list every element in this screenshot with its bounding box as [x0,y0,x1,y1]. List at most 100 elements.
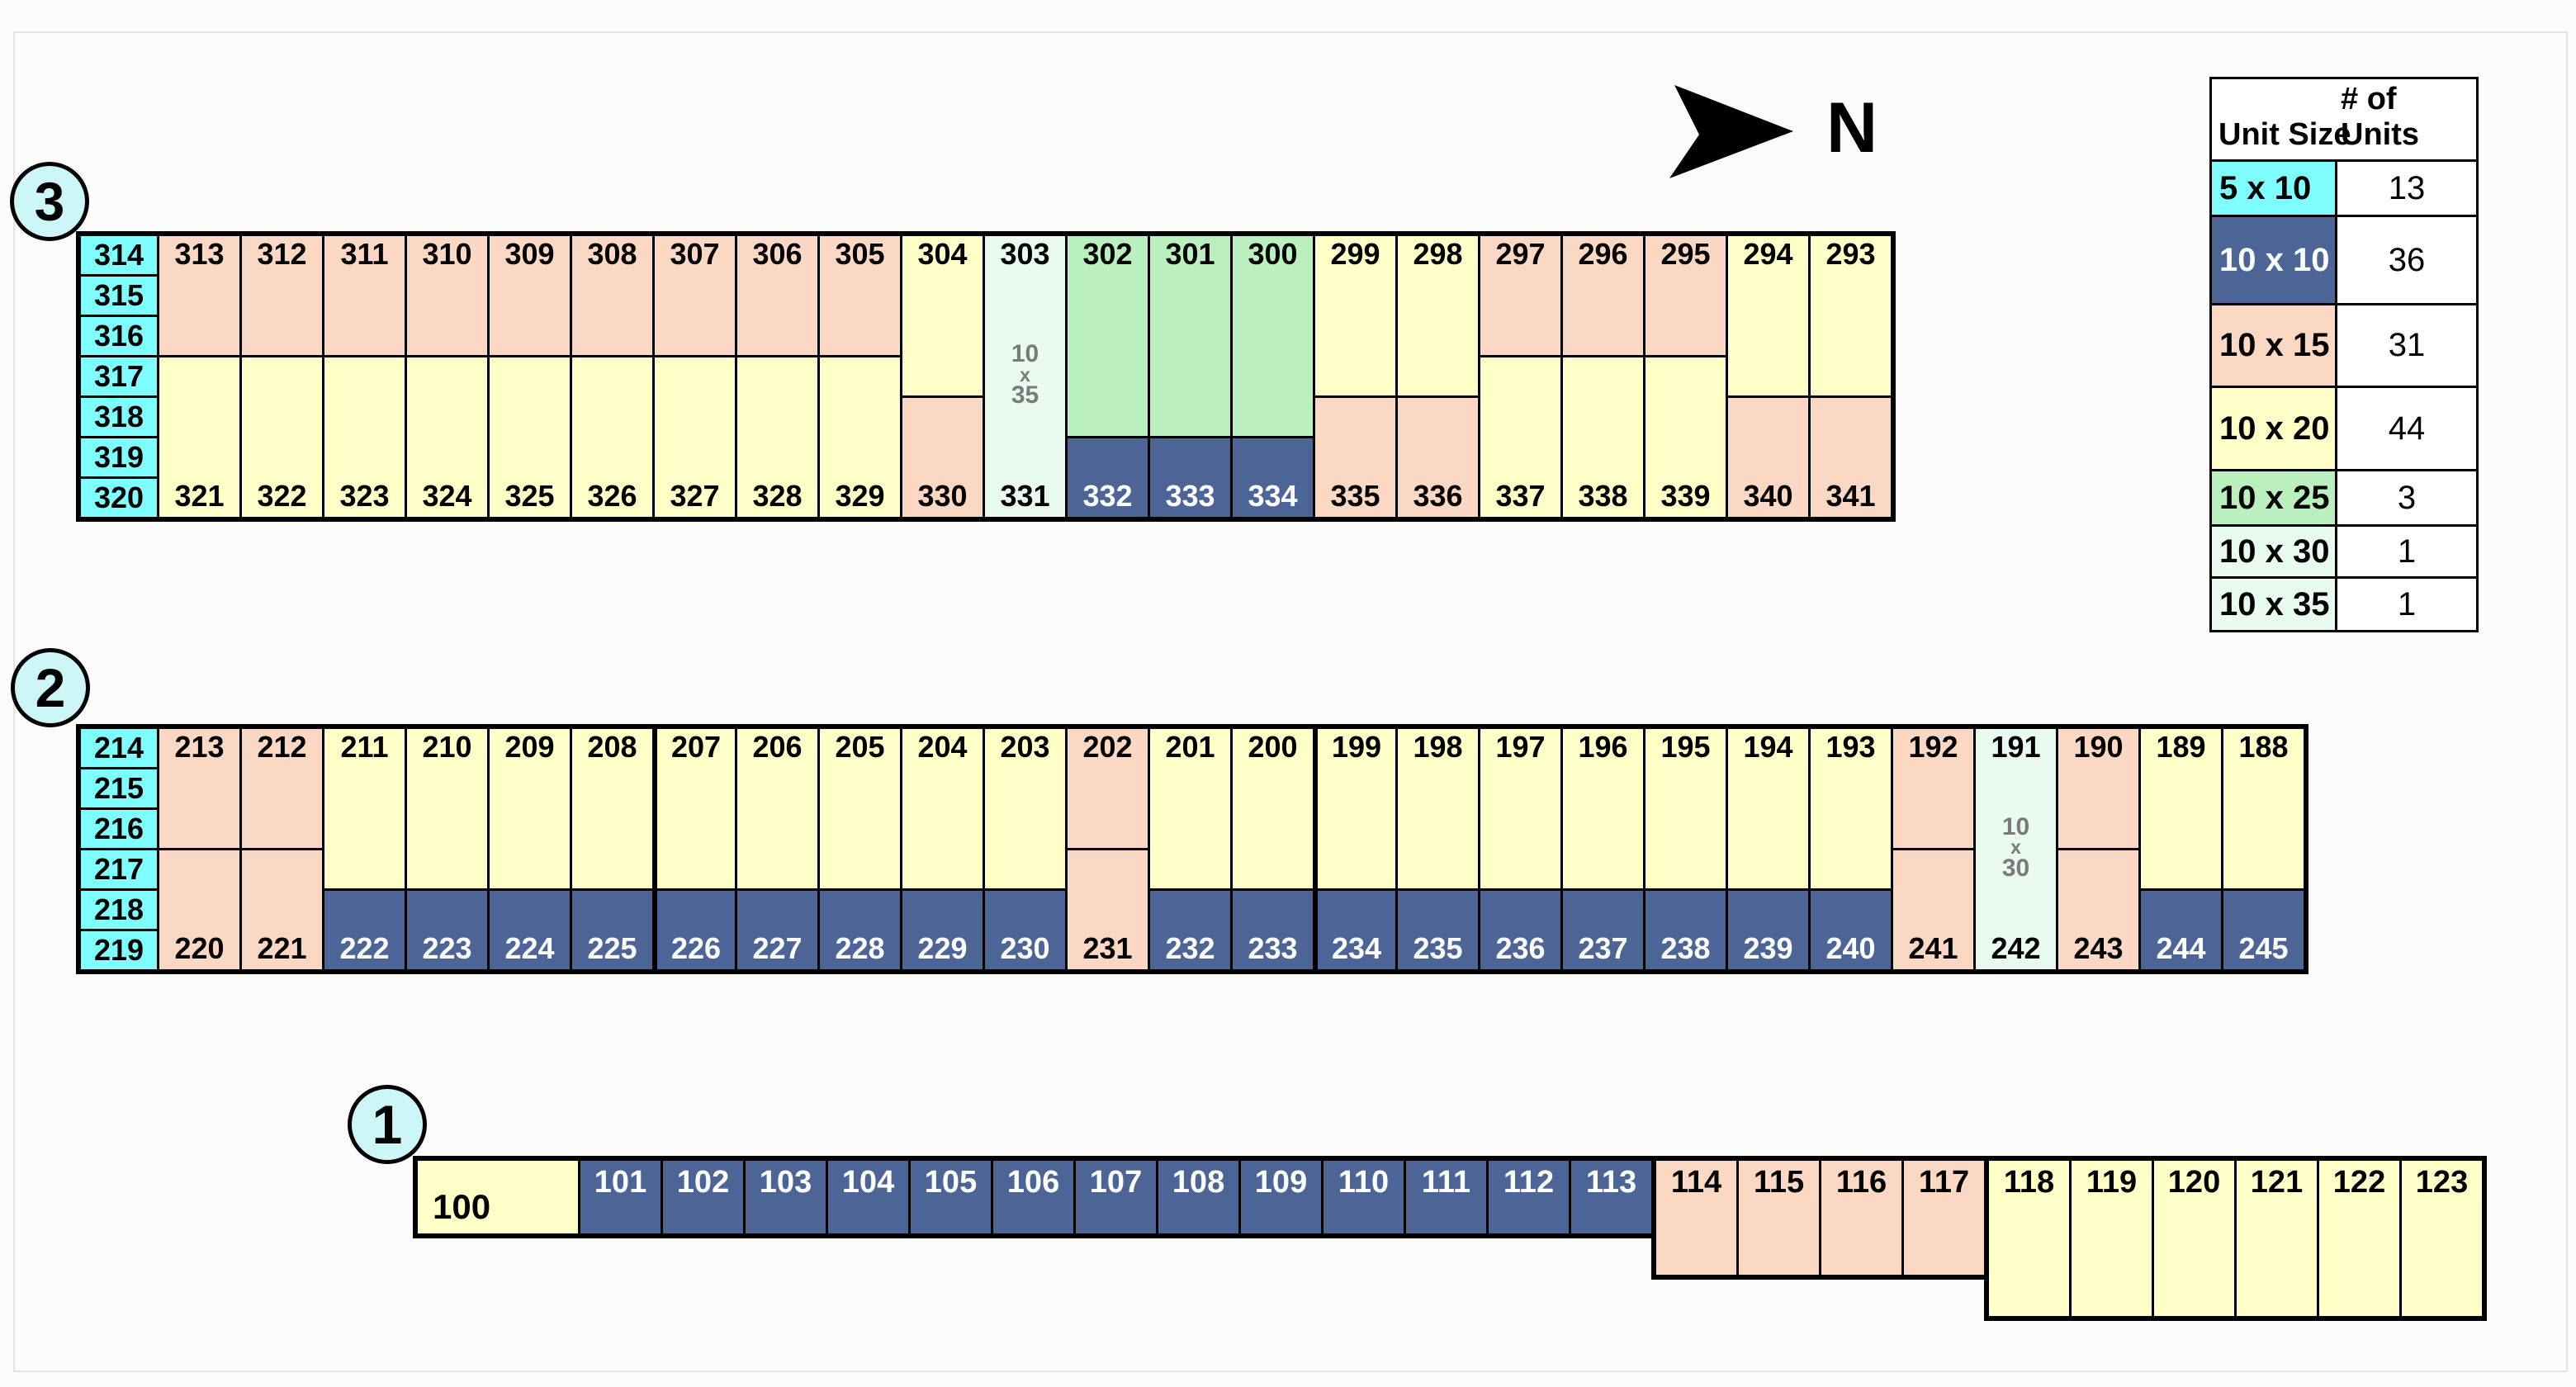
unit-235: 235 [1398,891,1478,969]
unit-228: 228 [820,891,900,969]
unit-296: 296 [1563,236,1643,355]
unit-237: 237 [1563,891,1643,969]
unit-202: 202 [1068,729,1148,848]
unit-338: 338 [1563,357,1643,517]
unit-107: 107 [1076,1161,1156,1233]
unit-229: 229 [902,891,983,969]
unit-191-label: 191 [1991,730,2041,764]
unit-317: 317 [81,357,157,395]
unit-188: 188 [2223,729,2304,888]
legend-swatch-10x15: 10 x 15 [2212,305,2337,386]
unit-112: 112 [1489,1161,1569,1233]
building-1-badge: 1 [348,1085,427,1164]
legend-swatch-10x35: 10 x 35 [2212,579,2337,630]
unit-308: 308 [572,236,652,355]
unit-102: 102 [663,1161,743,1233]
unit-218: 218 [81,891,157,929]
unit-203: 203 [985,729,1065,888]
unit-299: 299 [1315,236,1395,395]
unit-106: 106 [993,1161,1073,1233]
building-3-badge: 3 [10,162,89,241]
unit-238: 238 [1646,891,1726,969]
legend-header-count: # of Units [2341,82,2419,152]
north-label: N [1826,88,1878,168]
unit-241: 241 [1893,850,1973,969]
legend-count-10x20: 44 [2388,409,2426,447]
unit-306: 306 [737,236,817,355]
legend-count-10x25: 3 [2397,479,2417,516]
unit-311: 311 [324,236,405,355]
unit-301: 301 [1150,236,1230,436]
unit-328: 328 [737,357,817,517]
unit-119: 119 [2072,1161,2152,1316]
unit-115: 115 [1739,1161,1819,1275]
unit-320: 320 [81,479,157,517]
unit-233: 233 [1233,891,1313,969]
unit-330: 330 [902,398,983,517]
unit-101: 101 [580,1161,661,1233]
unit-332: 332 [1068,438,1148,517]
unit-100: 100 [418,1161,578,1233]
unit-215: 215 [81,769,157,807]
unit-334: 334 [1233,438,1313,517]
unit-121: 121 [2237,1161,2317,1316]
unit-303-label: 303 [1000,237,1050,271]
unit-222: 222 [324,891,405,969]
unit-208: 208 [572,729,652,888]
unit-316: 316 [81,317,157,355]
unit-227: 227 [737,891,817,969]
unit-239: 239 [1728,891,1808,969]
unit-312: 312 [242,236,322,355]
legend-count-10x30: 1 [2397,533,2417,570]
unit-315: 315 [81,277,157,315]
unit-108: 108 [1158,1161,1238,1233]
unit-242-label: 242 [1991,931,2041,965]
legend-row-10x20: 10 x 20 44 [2212,386,2476,469]
unit-300: 300 [1233,236,1313,436]
unit-336: 336 [1398,398,1478,517]
north-arrow-icon [1669,85,1793,178]
unit-327: 327 [655,357,735,517]
unit-118: 118 [1989,1161,2069,1316]
unit-111: 111 [1406,1161,1486,1233]
unit-223: 223 [407,891,487,969]
unit-234: 234 [1315,891,1395,969]
unit-225: 225 [572,891,652,969]
unit-341: 341 [1811,398,1891,517]
unit-116: 116 [1821,1161,1901,1275]
unit-220: 220 [159,850,239,969]
unit-322: 322 [242,357,322,517]
unit-209: 209 [490,729,570,888]
unit-340: 340 [1728,398,1808,517]
legend-header-size: Unit Size [2218,117,2351,152]
unit-297: 297 [1480,236,1560,355]
unit-198: 198 [1398,729,1478,888]
unit-329: 329 [820,357,900,517]
unit-236: 236 [1480,891,1560,969]
unit-197: 197 [1480,729,1560,888]
unit-105: 105 [911,1161,991,1233]
unit-313: 313 [159,236,239,355]
legend-count-5x10: 13 [2388,169,2426,206]
unit-214: 214 [81,729,157,767]
unit-323: 323 [324,357,405,517]
legend-swatch-10x20: 10 x 20 [2212,388,2337,469]
unit-240: 240 [1811,891,1891,969]
unit-206: 206 [737,729,817,888]
unit-230: 230 [985,891,1065,969]
unit-201: 201 [1150,729,1230,888]
unit-305: 305 [820,236,900,355]
legend-swatch-5x10: 5 x 10 [2212,162,2337,215]
